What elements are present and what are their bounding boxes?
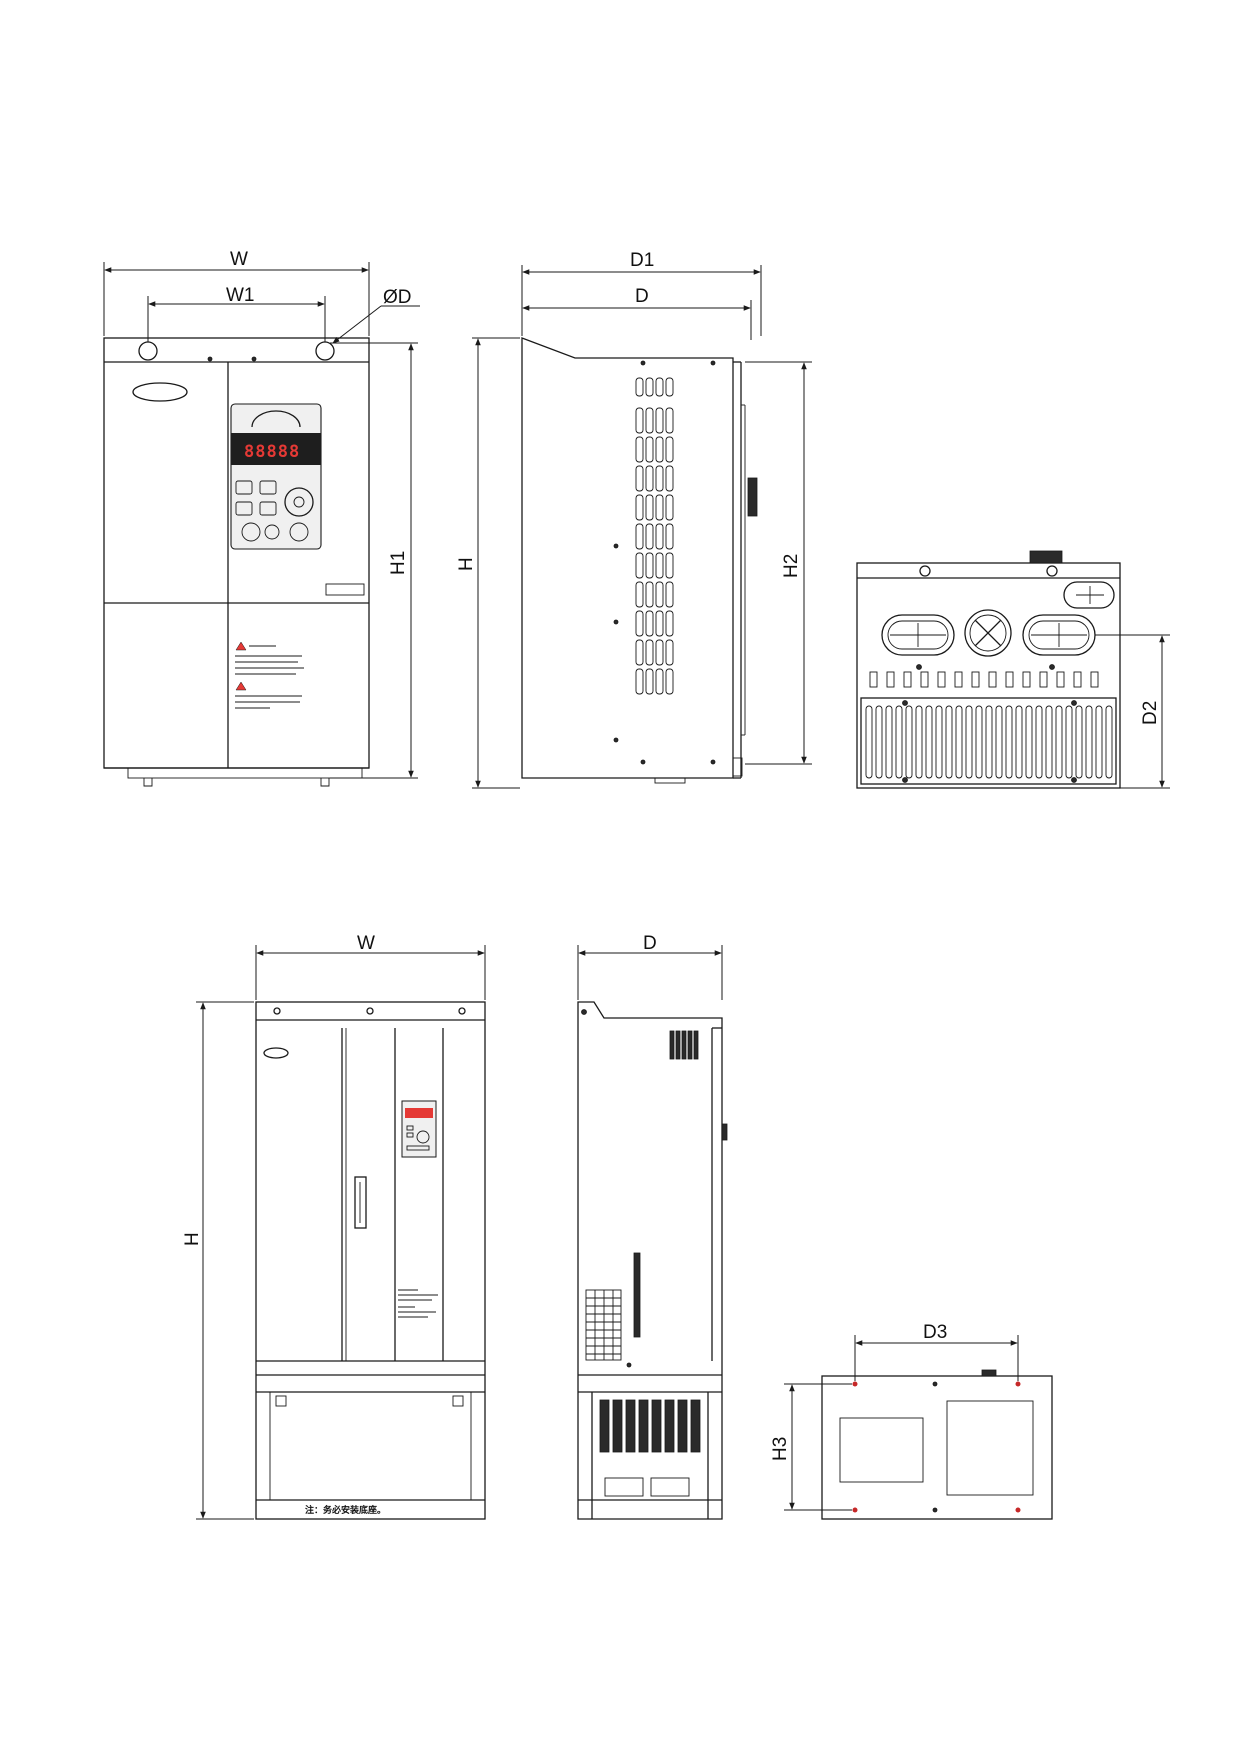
dim-w-label: W xyxy=(230,249,248,270)
dim-d-label: D xyxy=(643,933,657,954)
logo-oval xyxy=(132,382,188,402)
upper-side-view xyxy=(521,337,758,784)
lower-grille xyxy=(585,1289,622,1361)
dim-d-label: D xyxy=(635,286,649,307)
lower-front-view: 注：务必安装底座。 xyxy=(255,1001,486,1520)
terminal-row xyxy=(869,664,1099,688)
upper-side-dimensions: D1 D H H2 xyxy=(456,250,812,789)
base-vents xyxy=(599,1399,701,1497)
dim-h-label: H xyxy=(182,1232,203,1246)
side-vents xyxy=(635,377,674,695)
lower-base-view xyxy=(821,1369,1053,1520)
warning-label xyxy=(398,1289,438,1318)
lower-side-dimensions: D xyxy=(577,933,723,1000)
dim-d3-label: D3 xyxy=(923,1322,947,1343)
dim-d2-label: D2 xyxy=(1140,701,1161,725)
heatsink-fins xyxy=(865,700,1113,783)
dim-h3-label: H3 xyxy=(770,1437,791,1461)
dim-h1-label: H1 xyxy=(388,551,409,575)
cable-entry-left xyxy=(881,614,955,656)
lower-side-view xyxy=(577,1001,728,1520)
led-display xyxy=(405,1108,433,1118)
dim-hole-label: ØD xyxy=(383,287,412,308)
upper-bottom-dimensions: D2 xyxy=(1095,634,1170,789)
fan xyxy=(964,609,1012,657)
logo-oval xyxy=(263,1047,289,1059)
door-handle xyxy=(354,1176,367,1229)
lower-front-dimensions: W H xyxy=(182,933,486,1520)
warning-label xyxy=(235,641,304,709)
dim-d1-label: D1 xyxy=(630,250,654,271)
dim-w-label: W xyxy=(357,933,375,954)
lower-base-dimensions: D3 H3 xyxy=(770,1322,1019,1511)
dim-h2-label: H2 xyxy=(781,554,802,578)
dim-h-label: H xyxy=(456,557,477,571)
upper-front-view: 88888 xyxy=(103,337,370,787)
dim-w1-label: W1 xyxy=(226,285,255,306)
control-knob xyxy=(284,487,314,517)
base-note: 注：务必安装底座。 xyxy=(305,1504,386,1515)
upper-grille xyxy=(669,1030,699,1060)
display-digits: 88888 xyxy=(244,442,300,462)
led-display xyxy=(231,433,321,465)
upper-front-dimensions: W W1 ØD H1 xyxy=(103,249,420,779)
upper-bottom-view xyxy=(856,550,1121,789)
keypad-panel: 88888 xyxy=(230,403,322,550)
